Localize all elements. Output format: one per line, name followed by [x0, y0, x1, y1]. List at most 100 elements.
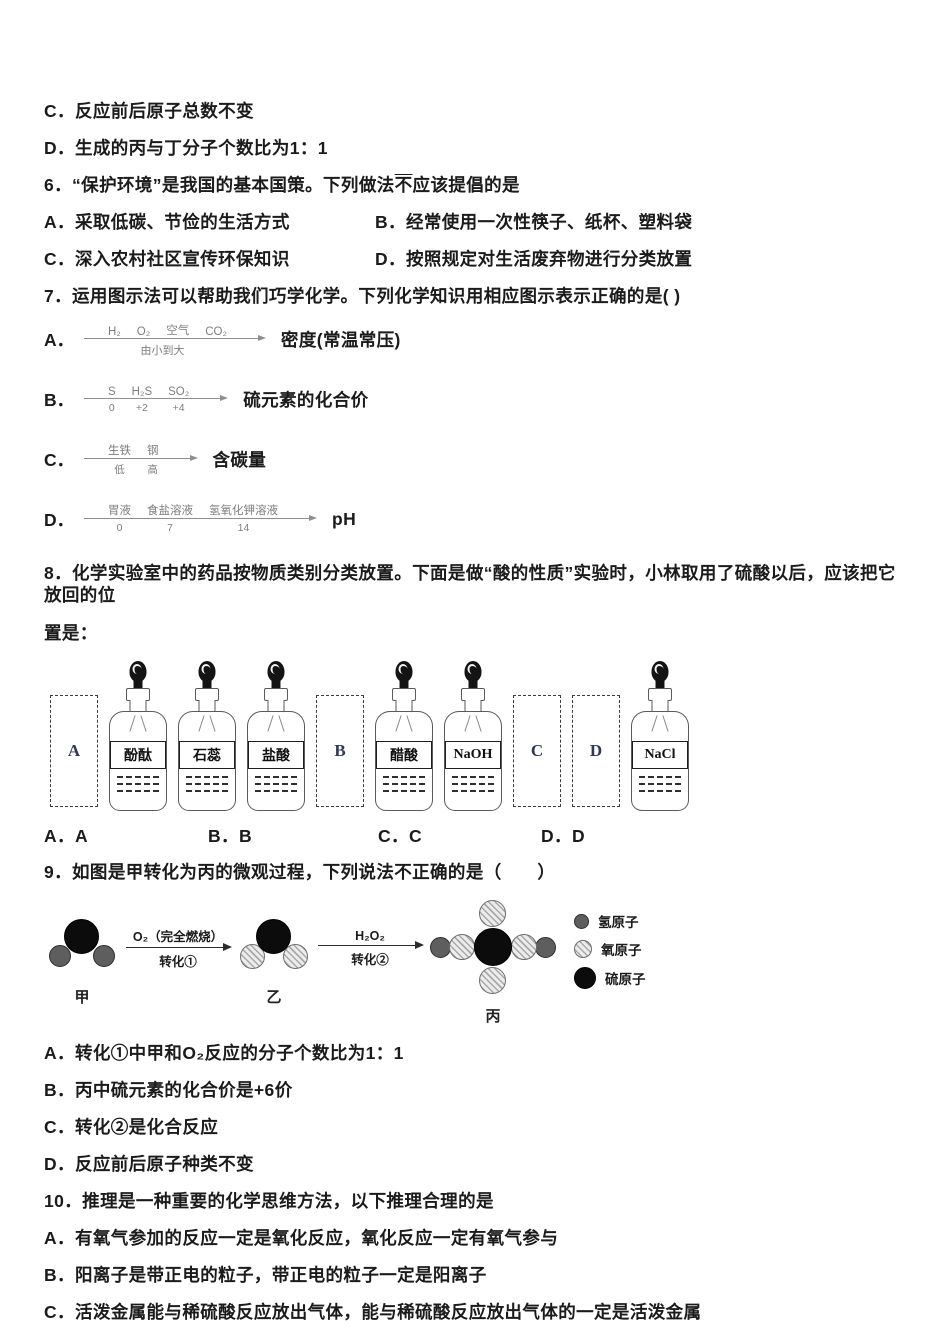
liquid-dash-line	[383, 776, 425, 778]
tick-label-bottom	[142, 342, 145, 356]
q9-option-a: A．转化①中甲和O₂反应的分子个数比为1：1	[44, 1043, 404, 1063]
q8-answer-option: A．A	[44, 826, 88, 846]
dropper-stem	[399, 680, 409, 690]
q10-option-a: A．有氧气参加的反应一定是氧化反应，氧化反应一定有氧气参与	[44, 1228, 559, 1248]
arrow-line	[126, 943, 232, 951]
dropper-bulb-icon	[464, 661, 482, 682]
dropper-stem	[468, 680, 478, 690]
legend-row: 硫原子	[574, 967, 646, 989]
liquid-dash-line	[639, 790, 681, 792]
q7-option-row: C．生铁低钢高含碳量	[44, 442, 910, 476]
molecule-group: 丙	[430, 898, 556, 1026]
liquid-dashes	[186, 771, 228, 792]
number-line-tick: 钢高	[139, 442, 167, 476]
empty-slot-box: D	[572, 695, 620, 807]
legend-row: 氢原子	[574, 911, 646, 931]
number-line-tick: 空气	[158, 322, 197, 356]
dropper-stem	[202, 680, 212, 690]
liquid-dash-line	[255, 790, 297, 792]
q5-option-d: D．生成的丙与丁分子个数比为1：1	[44, 138, 328, 158]
q8-answer-option: B．B	[208, 826, 252, 846]
bottle-label: NaOH	[445, 741, 501, 769]
liquid-dash-line	[452, 783, 494, 785]
number-line-arrow	[84, 394, 229, 401]
tick-label-top: 氢氧化钾溶液	[209, 505, 278, 517]
q6-stem-post: 应该提倡的是	[412, 175, 520, 195]
bottle-neck	[198, 700, 216, 713]
q7-option-letter: A．	[44, 329, 75, 350]
empty-slot-box: B	[316, 695, 364, 807]
tick-label-bottom: 低	[114, 464, 125, 476]
number-line-tick: H₂S +2	[124, 382, 160, 416]
tick-label-top: S	[108, 386, 116, 398]
q6-option-b: B．经常使用一次性筷子、纸杯、塑料袋	[375, 212, 693, 232]
molecule-label: 乙	[266, 989, 282, 1006]
bottle-label: 酚酞	[110, 741, 166, 769]
q10-option-b: B．阳离子是带正电的粒子，带正电的粒子一定是阳离子	[44, 1265, 487, 1285]
q7-option-letter: B．	[44, 389, 75, 410]
dropper-bulb-icon	[651, 661, 669, 682]
tick-label-top: SO₂	[168, 386, 190, 398]
liquid-dashes	[639, 771, 681, 792]
slot-letter: C	[530, 741, 544, 760]
atom-legend: 氢原子氧原子硫原子	[574, 911, 646, 989]
reagent-bottle: 盐酸	[247, 661, 305, 811]
tick-label-bottom: 0	[108, 402, 115, 414]
number-line-arrow	[84, 514, 317, 521]
arrow-label-bottom: 转化①	[159, 955, 197, 969]
dropper-stem	[655, 680, 665, 690]
q7-option-result: 含碳量	[212, 449, 267, 470]
liquid-dash-line	[639, 783, 681, 785]
q6-stem-pre: 6．“保护环境”是我国的基本国策。下列做法	[44, 175, 395, 195]
q6-stem-emphasis: 不	[394, 175, 413, 195]
slot-letter: A	[67, 741, 81, 760]
reagent-bottle: NaCl	[631, 661, 689, 811]
q9-option-b: B．丙中硫元素的化合价是+6价	[44, 1080, 293, 1100]
bottle-neck	[464, 700, 482, 713]
arrow-line	[318, 940, 424, 949]
tick-label-bottom: +4	[172, 402, 185, 414]
oxygen-atom	[511, 934, 537, 960]
q8-answer-option: C．C	[378, 826, 422, 846]
arrow-label-top: O₂（完全燃烧）	[132, 930, 224, 944]
reagent-bottle: 酚酞	[109, 661, 167, 811]
number-line-tick: SO₂ +4	[160, 382, 197, 416]
dropper-bulb-icon	[129, 661, 147, 682]
q10-stem: 10．推理是一种重要的化学思维方法，以下推理合理的是	[44, 1191, 494, 1211]
q6-option-a: A．采取低碳、节俭的生活方式	[44, 212, 290, 232]
dropper-bulb-icon	[267, 661, 285, 682]
liquid-dashes	[452, 771, 494, 792]
sulfur-atom	[474, 928, 512, 966]
q10-option-c: C．活泼金属能与稀硫酸反应放出气体，能与稀硫酸反应放出气体的一定是活泼金属	[44, 1302, 702, 1322]
tick-label-bottom	[176, 342, 179, 356]
tick-label-bottom: 14	[237, 522, 250, 534]
liquid-dashes	[255, 771, 297, 792]
tick-label-bottom: +2	[135, 402, 148, 414]
liquid-dash-line	[117, 790, 159, 792]
reagent-bottle: 醋酸	[375, 661, 433, 811]
legend-label: 氢原子	[598, 915, 639, 930]
hydrogen-atom	[535, 937, 556, 958]
bottle-label: 醋酸	[376, 741, 432, 769]
tick-label-top: 生铁	[108, 445, 131, 457]
empty-slot-box: C	[513, 695, 561, 807]
q7-option-result: pH	[332, 508, 357, 529]
liquid-dash-line	[639, 776, 681, 778]
number-line-tick: 氢氧化钾溶液 14	[201, 502, 286, 536]
q9-stem: 9．如图是甲转化为丙的微观过程，下列说法不正确的是（ ）	[44, 862, 556, 882]
tick-label-top: H₂S	[131, 386, 153, 398]
slot-letter: D	[589, 741, 603, 760]
oxygen-legend-icon	[574, 940, 592, 958]
liquid-dashes	[117, 771, 159, 792]
q7-option-letter: D．	[44, 509, 75, 530]
legend-label: 硫原子	[605, 972, 646, 987]
tick-label-bottom: 7	[167, 522, 173, 534]
